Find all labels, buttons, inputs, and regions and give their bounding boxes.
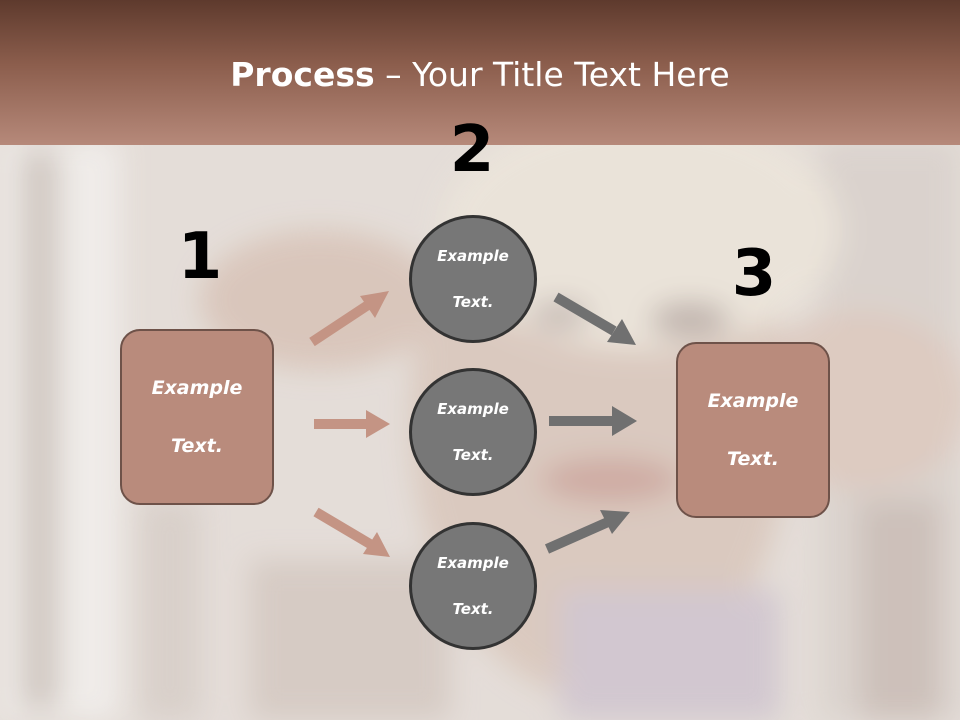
circle-middle-line1: Example [437,399,509,418]
step-number-2: 2 [449,113,495,187]
right-box-line1: Example [707,389,799,412]
circle-bottom-line1: Example [437,553,509,572]
circle-middle-line2: Text. [452,445,494,464]
slide-title: Process – Your Title Text Here [0,55,960,94]
arrow-right-lower [544,510,630,554]
left-box-line2: Text. [171,434,223,457]
step-number-1: 1 [177,220,223,294]
title-rest: – Your Title Text Here [374,55,730,94]
step-number-3: 3 [731,237,777,311]
arrow-left-upper [309,291,389,347]
arrow-left-middle [314,410,390,438]
arrow-right-upper [553,292,636,345]
circle-bottom-line2: Text. [452,599,494,618]
left-box-line1: Example [151,376,243,399]
circle-top-line1: Example [437,246,509,265]
circle-top-line2: Text. [452,292,494,311]
arrow-left-lower [313,507,390,557]
title-bold: Process [230,55,375,94]
right-box-line2: Text. [727,447,779,470]
title-bar [0,0,960,145]
arrow-right-middle [549,406,637,436]
